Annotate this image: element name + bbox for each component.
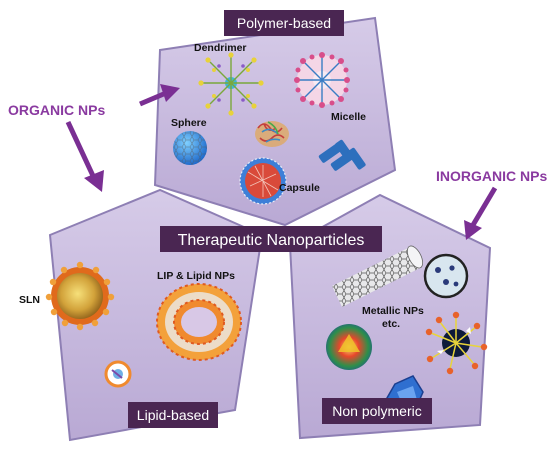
nonpolymeric-title: Non polymeric	[332, 403, 421, 419]
protein-illustration	[255, 121, 289, 147]
capsule-label: Capsule	[279, 182, 320, 194]
inorganic-arrow	[464, 186, 498, 240]
sln-illustration	[45, 261, 115, 331]
lipid-panel	[48, 188, 264, 442]
polymer-title-box	[224, 10, 344, 36]
dendrimer-illustration	[198, 52, 264, 116]
sphere-label: Sphere	[171, 117, 207, 129]
micelle-label: Micelle	[331, 111, 366, 123]
lip-label: LIP & Lipid NPs	[157, 270, 235, 282]
inorganic-label: INORGANIC NPs	[436, 168, 547, 184]
capsule-illustration	[239, 157, 287, 205]
organic-label: ORGANIC NPs	[8, 102, 105, 118]
rods-illustration	[318, 139, 366, 171]
liposome-illustration	[156, 283, 242, 361]
nanotube-illustration	[332, 245, 424, 307]
nonpolymeric-title-box	[322, 398, 432, 424]
lipid-title: Lipid-based	[137, 407, 209, 423]
sphere-illustration	[173, 131, 207, 165]
functionalized-np-illustration	[425, 311, 488, 375]
center-title-box	[160, 226, 382, 252]
polymer-title: Polymer-based	[237, 15, 331, 31]
dendrimer-label: Dendrimer	[194, 42, 247, 54]
organic-arrows	[65, 84, 180, 192]
metallic-label-line1: Metallic NPs	[362, 305, 424, 317]
small-liposome-illustration	[104, 360, 132, 388]
metallic-label-line2: etc.	[382, 318, 400, 330]
sln-label: SLN	[19, 294, 40, 306]
lipid-title-box	[128, 402, 218, 428]
core-shell-illustration	[326, 324, 372, 370]
center-title: Therapeutic Nanoparticles	[178, 232, 365, 249]
cell-illustration	[423, 253, 469, 299]
micelle-illustration	[294, 52, 350, 108]
